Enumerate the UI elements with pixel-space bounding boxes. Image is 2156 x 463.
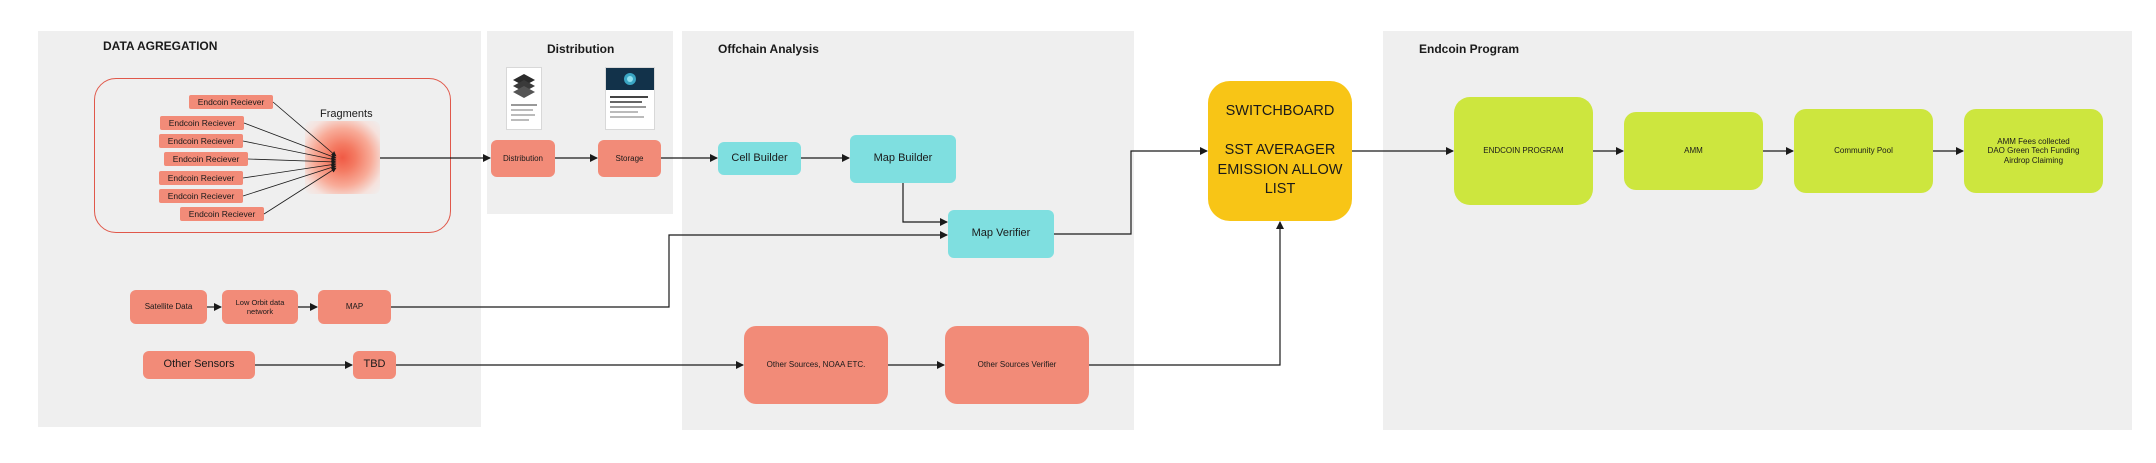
community-pool-node[interactable]: Community Pool bbox=[1794, 109, 1933, 193]
map-builder-node[interactable]: Map Builder bbox=[850, 135, 956, 183]
endcoin-receiver-6[interactable]: Endcoin Reciever bbox=[159, 189, 243, 203]
endcoin-program-title: Endcoin Program bbox=[1419, 42, 1520, 56]
other-sources-node[interactable]: Other Sources, NOAA ETC. bbox=[744, 326, 888, 404]
fragments-group bbox=[94, 78, 451, 233]
endcoin-receiver-4[interactable]: Endcoin Reciever bbox=[164, 152, 248, 166]
map-node[interactable]: MAP bbox=[318, 290, 391, 324]
low-orbit-network-node[interactable]: Low Orbit data network bbox=[222, 290, 298, 324]
map-verifier-node[interactable]: Map Verifier bbox=[948, 210, 1054, 258]
satellite-data-node[interactable]: Satellite Data bbox=[130, 290, 207, 324]
map-to-map-verifier-arrow bbox=[391, 231, 948, 308]
storage-node[interactable]: Storage bbox=[598, 140, 661, 177]
fragments-visual bbox=[305, 121, 380, 194]
receiver-link-4 bbox=[247, 158, 337, 165]
endcoin-receiver-1[interactable]: Endcoin Reciever bbox=[189, 95, 273, 109]
receiver-link-7 bbox=[263, 167, 337, 215]
endcoin-receiver-7[interactable]: Endcoin Reciever bbox=[180, 207, 264, 221]
data-aggregation-title: DATA AGREGATION bbox=[103, 39, 218, 53]
distribution-title: Distribution bbox=[547, 42, 615, 56]
receiver-link-5 bbox=[242, 162, 337, 179]
tbd-node[interactable]: TBD bbox=[353, 351, 396, 379]
receiver-link-3 bbox=[242, 140, 337, 162]
amm-fees-node[interactable]: AMM Fees collected DAO Green Tech Fundin… bbox=[1964, 109, 2103, 193]
receiver-link-2 bbox=[243, 122, 337, 159]
switchboard-node[interactable]: SWITCHBOARD SST AVERAGER EMISSION ALLOW … bbox=[1208, 81, 1352, 221]
distribution-document-thumbnail bbox=[506, 67, 542, 130]
endcoin-receiver-3[interactable]: Endcoin Reciever bbox=[159, 134, 243, 148]
receiver-link-6 bbox=[242, 165, 337, 197]
cell-builder-node[interactable]: Cell Builder bbox=[718, 142, 801, 175]
distribution-node[interactable]: Distribution bbox=[491, 140, 555, 177]
endcoin-receiver-5[interactable]: Endcoin Reciever bbox=[159, 171, 243, 185]
receiver-link-1 bbox=[272, 101, 337, 157]
endcoin-program-node[interactable]: ENDCOIN PROGRAM bbox=[1454, 97, 1593, 205]
endcoin-receiver-2[interactable]: Endcoin Reciever bbox=[160, 116, 244, 130]
other-sources-verifier-node[interactable]: Other Sources Verifier bbox=[945, 326, 1089, 404]
map-verifier-to-switchboard-arrow bbox=[1054, 147, 1208, 235]
verifier-to-switchboard-arrow bbox=[1089, 221, 1284, 366]
map-builder-to-map-verifier-arrow bbox=[902, 183, 948, 226]
amm-node[interactable]: AMM bbox=[1624, 112, 1763, 190]
fragments-label: Fragments bbox=[320, 108, 373, 120]
other-sensors-node[interactable]: Other Sensors bbox=[143, 351, 255, 379]
offchain-analysis-title: Offchain Analysis bbox=[718, 42, 819, 56]
storage-document-thumbnail bbox=[605, 67, 655, 130]
